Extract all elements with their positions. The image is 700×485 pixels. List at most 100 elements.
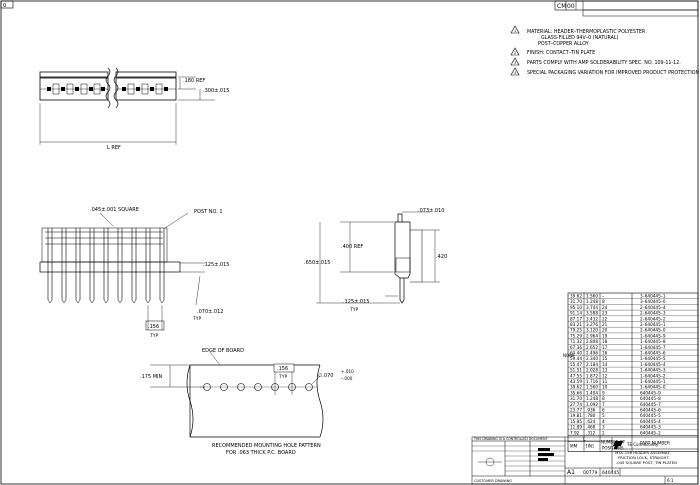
side-view [316,211,440,304]
table-cell: 21 [602,322,608,327]
side-dim-650: .650±.015 [304,260,330,266]
customer-drawing-label: CUSTOMER DRAWING [474,479,512,483]
table-cell: 7 [602,402,605,407]
te-logo [613,441,623,449]
hole-dim-070: ∅.070 [318,373,334,379]
table-cell: 9 [602,390,605,395]
table-cell: 1–640445–2 [640,373,666,378]
table-cell: 2.184 [586,362,598,367]
table-cell: 3.276 [586,322,598,327]
table-cell: 640445–2 [640,430,661,435]
table-cell: 39.62 [570,385,582,390]
table-cell: 87.17 [570,316,582,321]
table-cell: 59.44 [570,356,582,361]
table-cell: 2.340 [586,356,598,361]
hole-caption-1: RECOMMENDED MOUNTING HOLE PATTERN [212,443,321,449]
table-cell: 1–640445–8 [640,339,666,344]
table-cell: 3–640445–1 [640,294,666,299]
note-flag-3-icon [510,57,520,66]
table-cell: 640445–3 [640,425,661,430]
table-cell: 11 [602,379,608,384]
note-flag-3-num: 3 [514,61,516,65]
table-cell: 1.872 [586,373,598,378]
table-cell: 15 [602,356,608,361]
table-cell: .780 [586,413,596,418]
table-cell: 63.40 [570,351,582,356]
table-cell: 43.59 [570,379,582,384]
table-cell: 3.744 [586,305,598,310]
table-cell: 23.77 [570,408,582,413]
side-dim-125: .125±.015 [343,299,369,305]
note-1-line-2: GLASS-FILLED 94V–0 (NATURAL) [541,35,619,41]
top-dim-300: .300±.015 [203,88,229,94]
table-header: [IN] [586,444,594,449]
top-dim-180: .180 REF [183,78,205,84]
corner-tag: 0 [3,3,6,9]
table-cell: 2–640445–0 [640,328,666,333]
table-cell: 1.092 [586,402,598,407]
table-cell: 1–640445–6 [640,351,666,356]
table-cell: 3.432 [586,316,598,321]
company-name: TE Connectivity [626,442,659,447]
table-cell: 3.120 [586,328,598,333]
table-cell: 1.248 [586,299,598,304]
drawing-scale: 6:1 [667,478,674,483]
table-header: MM [570,444,578,449]
table-cell: 1–640445–5 [640,356,666,361]
table-cell: – [602,294,604,299]
cage-code: 00779 [583,470,597,476]
table-cell: 640445–4 [640,419,661,424]
table-side-label: NONE [563,353,575,358]
table-cell: 2.028 [586,368,598,373]
hole-tol-minus: –.000 [341,376,353,381]
table-cell: 8 [602,396,605,401]
note-3-text: PARTS COMPLY WITH AMP SOLDERABILITY SPEC… [527,60,681,66]
hole-typ: TYP [278,374,287,380]
table-cell: 2 [602,430,605,435]
table-cell: 14 [602,362,608,367]
table-cell: 1–640445–1 [640,379,666,384]
table-cell: 22 [602,316,608,321]
title-line-2: FRICTION LOCK, STRAIGHT [618,455,669,460]
front-dim-070: .070±.012 [197,309,223,315]
table-cell: 1.404 [586,390,598,395]
table-cell: 640445–8 [640,396,661,401]
hole-dim-156: .156 [277,366,288,372]
table-cell: 3.588 [586,311,598,316]
title-block [471,436,699,485]
note-flag-4-icon [510,67,520,76]
table-cell: 95.10 [570,305,582,310]
revision-block: CM 00 [554,0,699,17]
note-1-text: MATERIAL: HEADER–THERMOPLASTIC POLYESTER [527,29,646,35]
note-flag-2-icon [510,47,520,56]
note-4-text: SPECIAL PACKAGING VARIATION FOR IMPROVED… [527,70,700,76]
table-cell: 11.89 [570,425,582,430]
table-cell: 8 [602,299,605,304]
top-view [39,67,215,145]
table-cell: 71.32 [570,339,582,344]
table-cell: 67.36 [570,345,582,350]
table-cell: 2–640445–2 [640,316,666,321]
table-cell: 18 [602,339,608,344]
table-cell: 5 [602,413,605,418]
top-dim-L: L REF [107,145,121,151]
note-flag-1-num: 1 [514,29,516,33]
table-header-L: L [583,437,586,443]
table-cell: 10 [602,385,608,390]
table-cell: 2.964 [586,333,598,338]
table-cell: 1–640445–7 [640,345,666,350]
table-cell: 19 [602,333,608,338]
table-cell: 79.25 [570,328,582,333]
note-1-line-3: POST–COPPER ALLOY [538,41,589,47]
hole-tol-plus: +.010 [341,369,354,374]
table-cell: 1.560 [586,385,598,390]
front-dim-156: .156 [148,324,159,330]
table-cell: 55.47 [570,362,582,367]
post-no-1-label: POST NO. 1 [194,209,223,215]
rev-cell-2: 00 [567,3,575,10]
table-cell: 2–640445–3 [640,311,666,316]
